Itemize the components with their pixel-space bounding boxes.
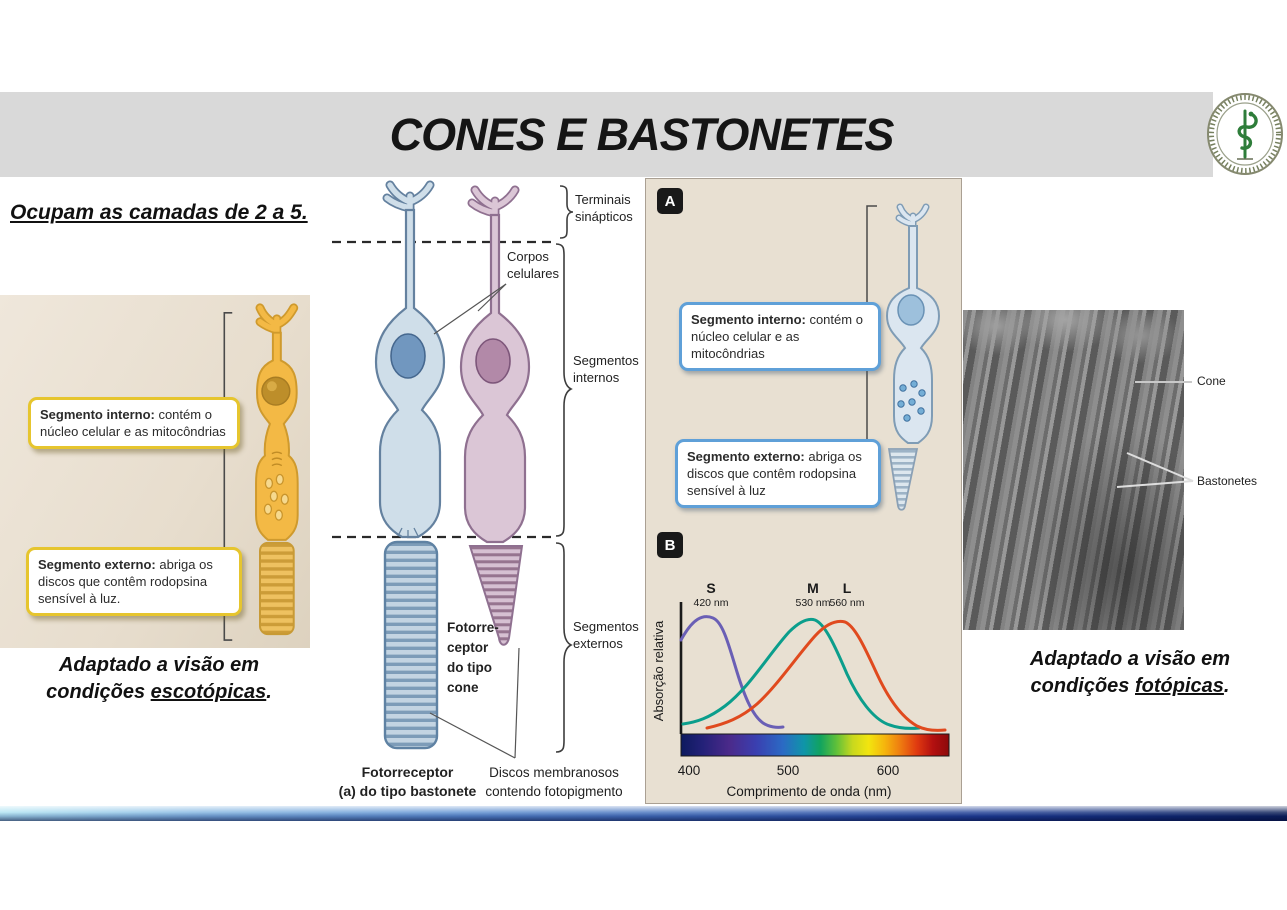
visible-spectrum-bar <box>680 733 950 757</box>
label-fotorreceptor-cone: Fotorre- ceptor do tipo cone <box>447 620 499 695</box>
label-terminais-sinapticos: Terminais sinápticos <box>575 192 633 224</box>
em-label-bastonetes: Bastonetes <box>1197 474 1258 488</box>
label-fotorreceptor-bastonete: Fotorreceptor (a) do tipo bastonete <box>338 764 477 799</box>
l-peak-label: 560 nm <box>829 597 864 609</box>
label-discos-membranosos: Discos membranosos contendo fotopigmento <box>485 765 623 799</box>
m-cone-curve <box>681 617 921 730</box>
panel-cone-outer-segment <box>887 448 919 511</box>
rod-diagram <box>214 303 299 641</box>
photoreceptor-svg <box>332 180 574 759</box>
em-label-cone: Cone <box>1197 374 1226 388</box>
footer-accent-bar <box>0 806 1287 821</box>
title-banner: CONES E BASTONETES <box>0 92 1213 177</box>
intro-text: Ocupam as camadas de 2 a 5. <box>10 201 308 224</box>
s-peak-label: 420 nm <box>693 597 728 609</box>
photoreceptor-diagram: Terminais sinápticos Corpos celulares Se… <box>330 180 645 812</box>
cone-cell <box>459 185 531 646</box>
rod-mitochondria <box>263 473 289 521</box>
panel-segmento-externo-callout: Segmento externo: abriga os discos que c… <box>675 439 881 508</box>
em-micrograph <box>963 310 1184 630</box>
rod-figure-panel: Segmento interno: contém o núcleo celula… <box>0 295 310 648</box>
rod-body <box>255 331 299 541</box>
segmento-interno-callout: Segmento interno: contém o núcleo celula… <box>28 397 240 449</box>
x-tick-600: 600 <box>877 763 900 778</box>
rod-outer-segment <box>383 540 439 750</box>
panel-ab-figure: A B <box>645 178 962 804</box>
brace-seg-internos <box>555 243 573 537</box>
y-axis-label: Absorção relativa <box>651 620 666 721</box>
leader-lines <box>429 283 520 759</box>
school-seal-icon <box>1204 91 1286 177</box>
l-cone-curve <box>705 619 947 732</box>
s-label: S <box>706 580 715 596</box>
panel-cell-body <box>885 225 941 444</box>
seal-svg <box>1207 93 1283 175</box>
underlined-term-escotopicas: escotópicas <box>150 681 267 703</box>
braces <box>555 185 574 753</box>
panel-cell-mitochondria <box>897 380 926 422</box>
page-title: CONES E BASTONETES <box>389 108 895 160</box>
m-peak-label: 530 nm <box>795 597 830 609</box>
x-tick-400: 400 <box>678 763 701 778</box>
underlined-term-fotopicas: fotópicas <box>1135 675 1224 697</box>
rod-outer-segment <box>259 541 295 636</box>
label-segmentos-internos: Segmentos internos <box>573 353 639 385</box>
rod-nucleus <box>261 376 291 406</box>
label-corpos-celulares: Corpos celulares <box>507 249 560 281</box>
panel-a-badge: A <box>657 188 683 214</box>
label-segmentos-externos: Segmentos externos <box>573 619 639 651</box>
panel-a-cell-diagram <box>855 203 941 511</box>
panel-b-badge: B <box>657 532 683 558</box>
x-axis-label: Comprimento de onda (nm) <box>726 784 891 799</box>
s-cone-curve <box>679 615 785 729</box>
brace-terminais <box>559 185 574 239</box>
panel-cell-nucleus <box>897 294 925 326</box>
cone-nucleus <box>475 338 511 384</box>
l-label: L <box>843 580 852 596</box>
segmento-externo-callout: Segmento externo: abriga os discos que c… <box>26 547 242 616</box>
absorption-chart: S 420 nm M 530 nm L 560 nm 400 500 600 C… <box>651 580 950 799</box>
panel-segmento-interno-callout: Segmento interno: contém o núcleo celula… <box>679 302 881 371</box>
left-caption: Adaptado a visão em condições escotópica… <box>46 654 272 703</box>
cone-outer-segment <box>468 545 524 646</box>
rod-cell <box>374 180 446 750</box>
x-tick-500: 500 <box>777 763 800 778</box>
rod-nucleus <box>390 333 426 379</box>
brace-seg-externos <box>555 542 573 753</box>
m-label: M <box>807 580 819 596</box>
right-caption: Adaptado a visão em condições fotópicas. <box>1029 648 1231 697</box>
em-leader-lines <box>1116 381 1194 488</box>
